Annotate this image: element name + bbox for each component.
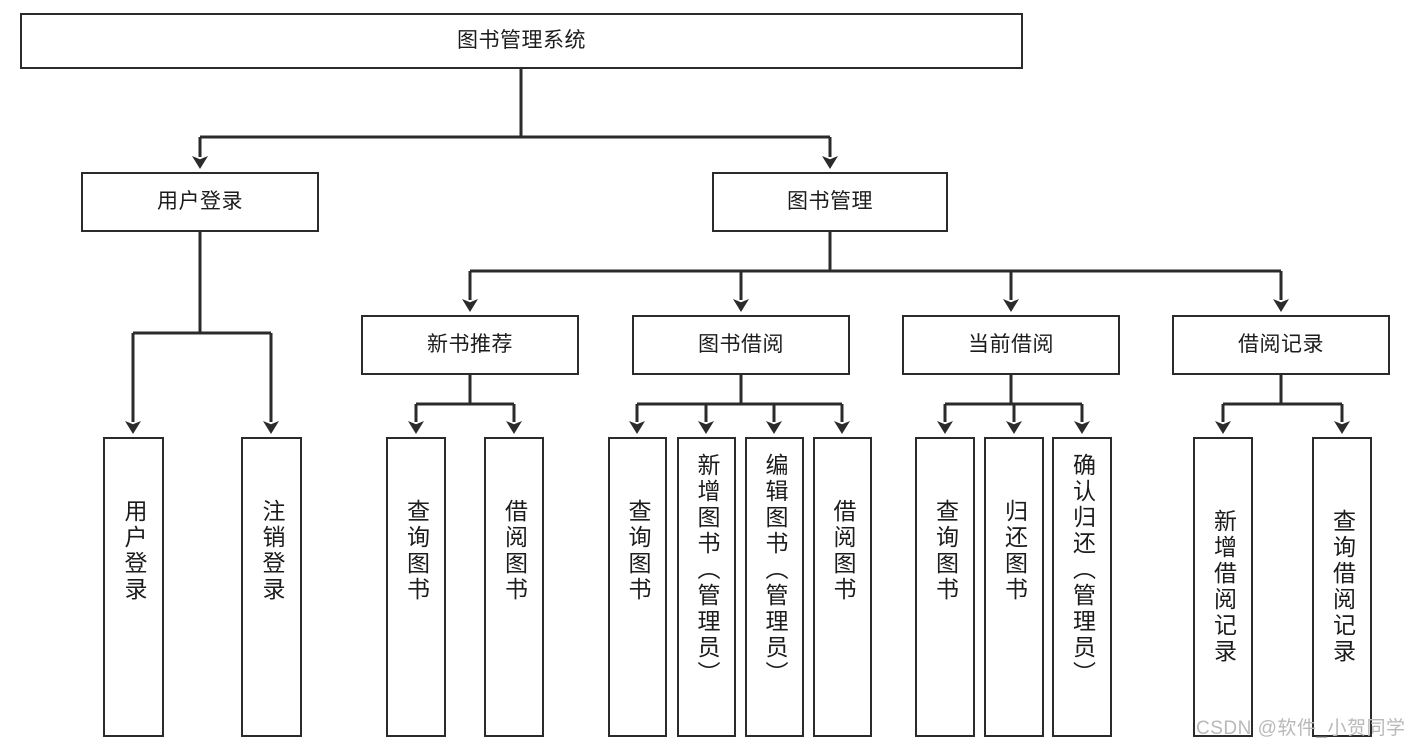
node-leaf-query-book-2-label: 查询图书 — [625, 499, 651, 603]
node-current-borrow-label: 当前借阅 — [968, 333, 1054, 357]
node-leaf-edit-book-admin-label: 编辑图书（管理员） — [762, 453, 788, 687]
node-leaf-return-book-label: 归还图书 — [1001, 499, 1028, 603]
watermark: CSDN @软件_小贺同学 — [1196, 718, 1405, 739]
node-user-login[interactable]: 用户登录 — [81, 172, 319, 232]
node-leaf-add-borrow-record-label: 新增借阅记录 — [1210, 509, 1237, 665]
node-book-borrow-label: 图书借阅 — [698, 333, 784, 357]
node-leaf-query-book-3[interactable]: 查询图书 — [915, 437, 975, 737]
node-new-book-recommend[interactable]: 新书推荐 — [361, 315, 579, 375]
node-borrow-record-label: 借阅记录 — [1238, 333, 1324, 357]
node-leaf-logout-label: 注销登录 — [259, 499, 285, 603]
node-leaf-logout[interactable]: 注销登录 — [241, 437, 302, 737]
node-leaf-confirm-return-admin[interactable]: 确认归还（管理员） — [1052, 437, 1112, 737]
node-leaf-borrow-book-1[interactable]: 借阅图书 — [484, 437, 544, 737]
node-leaf-edit-book-admin[interactable]: 编辑图书（管理员） — [745, 437, 804, 737]
node-leaf-user-login-label: 用户登录 — [121, 499, 147, 603]
node-leaf-borrow-book-2[interactable]: 借阅图书 — [813, 437, 872, 737]
node-book-manage-label: 图书管理 — [787, 190, 873, 214]
node-leaf-query-borrow-record[interactable]: 查询借阅记录 — [1312, 437, 1372, 737]
node-root-label: 图书管理系统 — [457, 29, 586, 53]
node-leaf-query-book-1-label: 查询图书 — [403, 499, 430, 603]
node-leaf-user-login[interactable]: 用户登录 — [103, 437, 164, 737]
node-user-login-label: 用户登录 — [157, 190, 243, 214]
node-leaf-borrow-book-1-label: 借阅图书 — [501, 499, 528, 603]
node-leaf-return-book[interactable]: 归还图书 — [984, 437, 1044, 737]
node-book-borrow[interactable]: 图书借阅 — [632, 315, 850, 375]
node-leaf-add-borrow-record[interactable]: 新增借阅记录 — [1193, 437, 1253, 737]
node-book-manage[interactable]: 图书管理 — [712, 172, 948, 232]
node-leaf-query-borrow-record-label: 查询借阅记录 — [1329, 509, 1356, 665]
node-leaf-add-book-admin[interactable]: 新增图书（管理员） — [677, 437, 736, 737]
node-borrow-record[interactable]: 借阅记录 — [1172, 315, 1390, 375]
node-leaf-borrow-book-2-label: 借阅图书 — [830, 499, 856, 603]
node-current-borrow[interactable]: 当前借阅 — [902, 315, 1120, 375]
node-leaf-query-book-2[interactable]: 查询图书 — [608, 437, 667, 737]
node-leaf-confirm-return-admin-label: 确认归还（管理员） — [1069, 453, 1096, 687]
node-leaf-query-book-3-label: 查询图书 — [932, 499, 959, 603]
node-leaf-add-book-admin-label: 新增图书（管理员） — [694, 453, 720, 687]
node-new-book-recommend-label: 新书推荐 — [427, 333, 513, 357]
node-root[interactable]: 图书管理系统 — [20, 13, 1023, 69]
node-leaf-query-book-1[interactable]: 查询图书 — [386, 437, 446, 737]
